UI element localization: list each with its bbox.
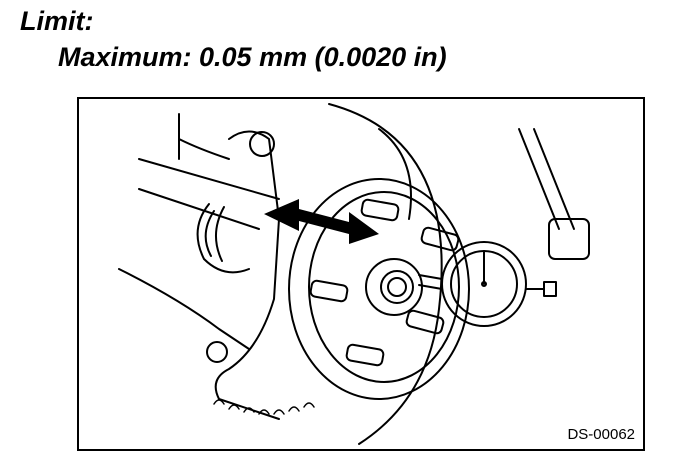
dial-plunger [418,274,443,280]
sensor-ring [213,399,315,415]
hub-center [365,258,423,316]
limit-label: Limit: [20,6,94,36]
knuckle [214,130,280,420]
hub-drawing [118,103,590,445]
limit-maximum-value: Maximum: 0.05 mm (0.0020 in) [58,42,447,72]
wheel-studs [309,198,460,367]
axial-motion-arrow [264,199,379,244]
hub-flange [288,178,470,400]
disc-outline [328,103,443,445]
hub-runout-illustration: DS-00062 [77,97,645,451]
knuckle-bolt-hole [249,131,275,157]
cv-boot [196,203,250,274]
indicator-clamp [548,218,590,260]
drive-shaft [138,158,280,200]
indicator-stand-rod [518,128,560,230]
dial-gauge [441,241,527,327]
figure-code: DS-00062 [567,426,635,443]
